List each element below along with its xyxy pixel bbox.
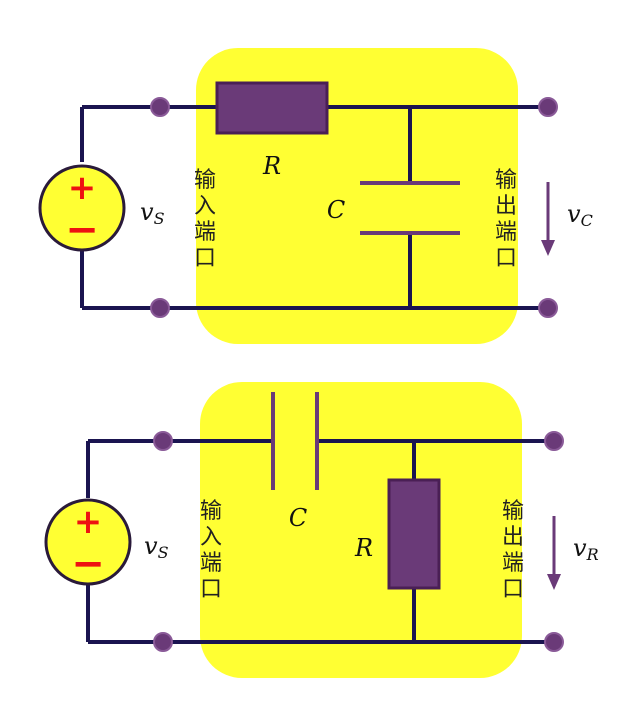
svg-text:端: 端 bbox=[194, 220, 216, 245]
voltage-source bbox=[44, 498, 132, 586]
source-label: vS bbox=[144, 532, 169, 562]
svg-text:出: 出 bbox=[495, 194, 517, 219]
source-plus-sign: + bbox=[74, 502, 103, 542]
svg-text:口: 口 bbox=[200, 577, 222, 602]
svg-text:出: 出 bbox=[502, 525, 524, 550]
svg-text:端: 端 bbox=[502, 551, 524, 576]
output-terminal-lower bbox=[538, 298, 558, 318]
two-port-panel-bottom bbox=[200, 382, 522, 678]
series-label: R bbox=[262, 152, 281, 180]
output-label: vR bbox=[573, 534, 599, 564]
output-label: vC bbox=[567, 200, 593, 230]
svg-text:输: 输 bbox=[495, 168, 517, 193]
output-port-label: 输 出 端 口 bbox=[502, 499, 524, 602]
output-terminal-lower bbox=[544, 632, 564, 652]
svg-text:口: 口 bbox=[502, 577, 524, 602]
svg-text:入: 入 bbox=[194, 194, 216, 219]
input-terminal-lower bbox=[153, 632, 173, 652]
resistor-series bbox=[215, 81, 329, 135]
down-arrow-icon bbox=[541, 182, 555, 256]
svg-text:输: 输 bbox=[200, 499, 222, 524]
svg-text:口: 口 bbox=[495, 246, 517, 271]
source-label: vS bbox=[140, 198, 165, 228]
svg-text:输: 输 bbox=[502, 499, 524, 524]
output-port-label: 输 出 端 口 bbox=[495, 168, 517, 271]
source-plus-sign: + bbox=[68, 168, 97, 208]
input-port-label: 输 入 端 口 bbox=[200, 499, 222, 602]
circuit-bottom: + − vS C R vR 输 入 端 口 输 出 端 口 bbox=[44, 382, 599, 678]
svg-text:端: 端 bbox=[200, 551, 222, 576]
circuit-top: + − vS R C vC 输 入 端 口 输 出 端 口 bbox=[38, 48, 593, 344]
series-label: C bbox=[289, 504, 307, 532]
input-terminal-upper bbox=[153, 431, 173, 451]
resistor-shunt bbox=[387, 478, 441, 590]
svg-text:口: 口 bbox=[194, 246, 216, 271]
shunt-label: R bbox=[354, 534, 373, 562]
shunt-label: C bbox=[327, 196, 345, 224]
input-terminal-upper bbox=[150, 97, 170, 117]
source-minus-sign: − bbox=[71, 541, 105, 587]
output-terminal-upper bbox=[544, 431, 564, 451]
voltage-source bbox=[38, 164, 126, 252]
input-port-label: 输 入 端 口 bbox=[194, 168, 216, 271]
svg-text:入: 入 bbox=[200, 525, 222, 550]
output-terminal-upper bbox=[538, 97, 558, 117]
svg-text:端: 端 bbox=[495, 220, 517, 245]
svg-text:输: 输 bbox=[194, 168, 216, 193]
input-terminal-lower bbox=[150, 298, 170, 318]
source-minus-sign: − bbox=[65, 207, 99, 253]
down-arrow-icon bbox=[547, 516, 561, 590]
